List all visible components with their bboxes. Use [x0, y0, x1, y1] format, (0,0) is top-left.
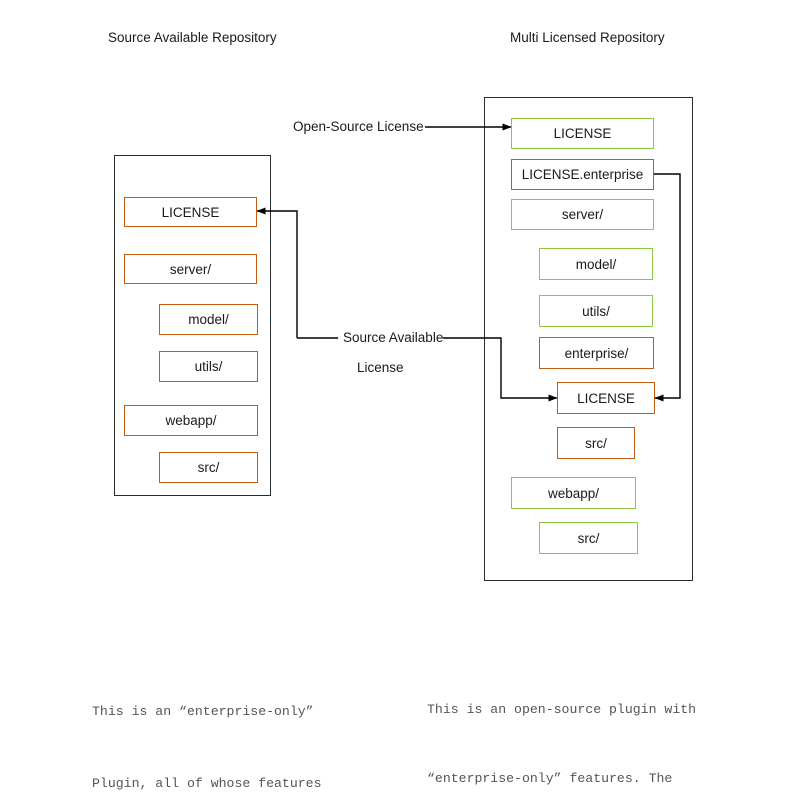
- right-node-model[interactable]: model/: [539, 248, 653, 280]
- left-caption-line-2: Plugin, all of whose features: [92, 776, 322, 791]
- right-node-enterprise[interactable]: enterprise/: [539, 337, 654, 369]
- left-node-license[interactable]: LICENSE: [124, 197, 257, 227]
- left-node-model[interactable]: model/: [159, 304, 258, 335]
- node-label: LICENSE: [577, 390, 635, 406]
- right-node-utils[interactable]: utils/: [539, 295, 653, 327]
- right-node-server[interactable]: server/: [511, 199, 654, 230]
- right-caption-line-1: This is an open-source plugin with: [427, 702, 697, 717]
- right-node-license-enterprise[interactable]: LICENSE.enterprise: [511, 159, 654, 190]
- edge-label-source-available-line1: Source Available: [343, 330, 444, 345]
- left-node-utils[interactable]: utils/: [159, 351, 258, 382]
- node-label: webapp/: [165, 413, 217, 428]
- left-node-src[interactable]: src/: [159, 452, 258, 483]
- node-label: server/: [561, 207, 604, 222]
- node-label: server/: [169, 261, 212, 277]
- node-label: model/: [575, 256, 617, 272]
- edge-label-source-available-line2: License: [357, 360, 404, 375]
- node-label: src/: [577, 530, 600, 546]
- node-label: src/: [197, 460, 220, 475]
- right-node-webapp[interactable]: webapp/: [511, 477, 636, 509]
- node-label: enterprise/: [564, 345, 629, 361]
- left-caption: This is an “enterprise-only” Plugin, all…: [92, 652, 369, 801]
- node-label: src/: [585, 435, 607, 451]
- right-node-license-open-source[interactable]: LICENSE: [511, 118, 654, 149]
- right-node-enterprise-src[interactable]: src/: [557, 427, 635, 459]
- node-label: webapp/: [547, 485, 600, 501]
- node-label: LICENSE: [161, 204, 220, 220]
- right-node-license-source-available[interactable]: LICENSE: [557, 382, 655, 414]
- node-label: utils/: [582, 303, 610, 319]
- right-caption-line-2: “enterprise-only” features. The: [427, 771, 673, 786]
- node-label: LICENSE.enterprise: [521, 167, 644, 182]
- right-node-webapp-src[interactable]: src/: [539, 522, 638, 554]
- right-repo-title: Multi Licensed Repository: [510, 30, 665, 45]
- right-caption: This is an open-source plugin with “ente…: [427, 652, 696, 801]
- node-label: utils/: [194, 359, 223, 374]
- left-node-server[interactable]: server/: [124, 254, 257, 284]
- node-label: model/: [188, 312, 229, 327]
- edge-label-open-source-license: Open-Source License: [293, 119, 424, 134]
- node-label: LICENSE: [553, 126, 612, 141]
- left-node-webapp[interactable]: webapp/: [124, 405, 258, 436]
- left-repo-title: Source Available Repository: [108, 30, 277, 45]
- left-caption-line-1: This is an “enterprise-only”: [92, 704, 314, 719]
